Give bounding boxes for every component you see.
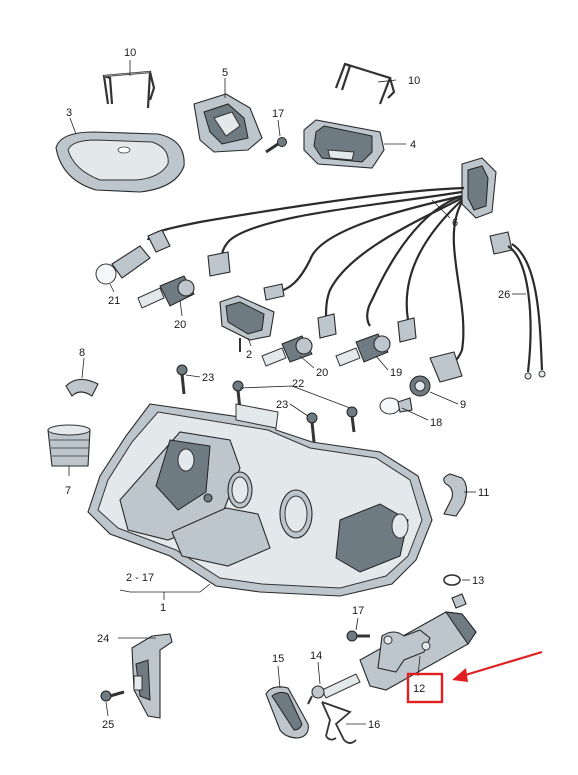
label-17-top: 17 <box>272 108 284 120</box>
part-1-headlight-housing <box>87 403 433 597</box>
label-8: 8 <box>79 347 85 359</box>
part-9-bulb-socket <box>409 375 431 397</box>
part-10-clip-right <box>334 62 396 105</box>
part-2-motor <box>219 295 275 352</box>
part-13-o-ring <box>443 574 461 586</box>
callout-labels: 10 10 5 3 17 4 6 21 20 2 20 19 26 8 23 2… <box>65 47 510 731</box>
part-14-adjusting-screw <box>307 673 361 705</box>
highlight-annotation <box>406 650 543 704</box>
label-20-left: 20 <box>174 319 186 331</box>
part-25-screw <box>100 690 125 702</box>
part-26-cable <box>489 231 546 380</box>
part-6-wiring-harness <box>146 157 497 383</box>
label-6: 6 <box>452 217 458 229</box>
part-20-bulb-middle <box>261 335 313 367</box>
part-11-bracket <box>443 473 468 517</box>
part-7-grommet <box>47 424 91 467</box>
label-25: 25 <box>102 719 114 731</box>
part-18-bulb <box>379 397 413 415</box>
part-19-bulb <box>335 333 391 367</box>
label-5: 5 <box>222 67 228 79</box>
label-15: 15 <box>272 653 284 665</box>
label-12: 12 <box>413 683 425 695</box>
part-5-cover <box>193 93 263 153</box>
label-16: 16 <box>368 719 380 731</box>
part-24-bracket <box>131 633 173 719</box>
part-3-cover-plate <box>55 131 185 193</box>
highlight-arrow-head <box>452 668 468 682</box>
highlight-box <box>406 672 444 704</box>
label-14: 14 <box>310 650 322 662</box>
label-2-17: 2 - 17 <box>126 572 154 584</box>
screws-22-23 <box>176 364 358 443</box>
label-10-left: 10 <box>124 47 136 59</box>
label-23-middle: 23 <box>276 399 288 411</box>
label-19: 19 <box>390 367 402 379</box>
label-11: 11 <box>478 487 489 499</box>
label-9: 9 <box>460 399 466 411</box>
highlight-arrow-line <box>461 650 543 678</box>
part-8-clip <box>65 378 99 397</box>
label-24: 24 <box>97 633 109 645</box>
label-17-bottom: 17 <box>352 605 364 617</box>
part-17-screw-top <box>265 137 287 154</box>
part-12-actuator <box>359 593 477 691</box>
label-2: 2 <box>246 349 252 361</box>
label-3: 3 <box>66 107 72 119</box>
part-16-spring-clip <box>321 701 357 744</box>
part-17-screw-bottom <box>346 630 370 642</box>
label-23-left: 23 <box>202 372 214 384</box>
part-4-cover <box>303 119 385 169</box>
label-18: 18 <box>430 417 442 429</box>
part-21-bulb <box>95 245 151 285</box>
label-1: 1 <box>160 602 166 614</box>
label-10-right: 10 <box>408 75 420 87</box>
label-26: 26 <box>498 289 510 301</box>
part-10-clip-left <box>102 70 156 109</box>
part-15-cap <box>265 686 309 739</box>
label-7: 7 <box>65 485 71 497</box>
leader-lines <box>68 60 526 725</box>
label-13: 13 <box>472 575 484 587</box>
label-22: 22 <box>292 378 304 390</box>
label-4: 4 <box>410 139 416 151</box>
label-21: 21 <box>108 295 120 307</box>
label-20-middle: 20 <box>316 367 328 379</box>
part-20-bulb-left <box>137 275 195 309</box>
